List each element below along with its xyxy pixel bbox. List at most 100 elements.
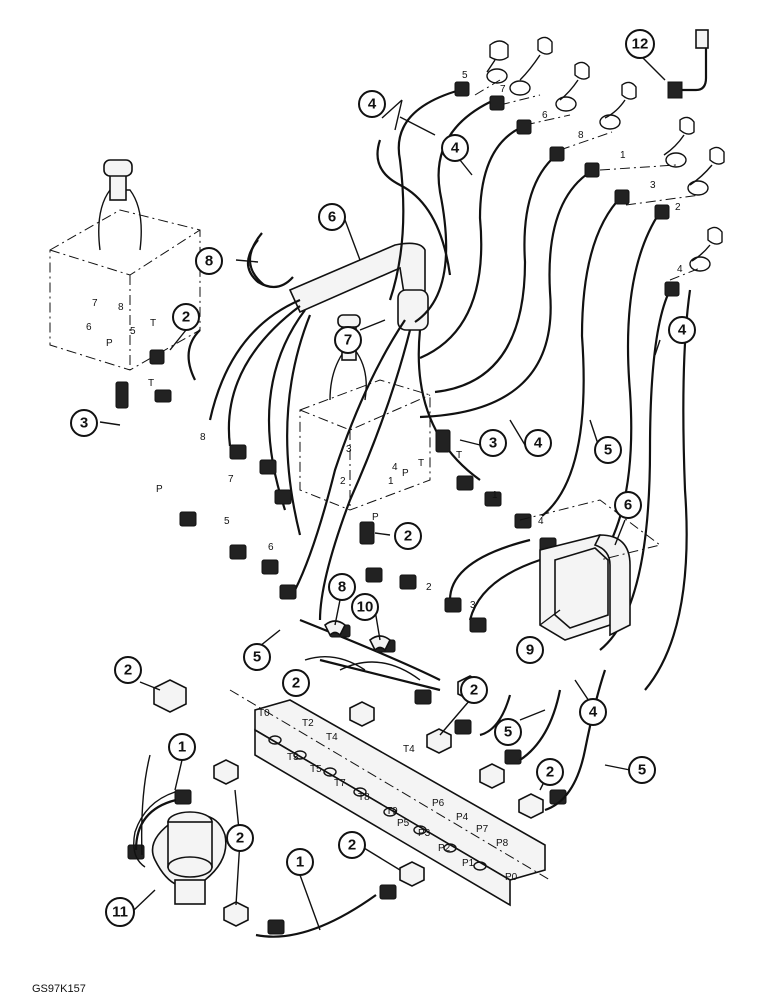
hose-bundle <box>187 88 692 692</box>
svg-text:T0: T0 <box>258 708 270 719</box>
callout-2-manifold-left: 2 <box>282 669 310 697</box>
svg-text:T4: T4 <box>326 732 338 743</box>
callout-2-manifold-right: 2 <box>536 758 564 786</box>
hose-clips <box>304 620 421 681</box>
right-joystick-valve <box>299 314 431 511</box>
callout-11: 11 <box>105 897 135 927</box>
svg-text:T3: T3 <box>287 752 299 763</box>
svg-text:4: 4 <box>677 264 683 275</box>
callout-2-manifold-top: 2 <box>460 676 488 704</box>
svg-text:6: 6 <box>624 497 632 514</box>
svg-text:P: P <box>156 484 163 495</box>
callout-6-sleeve: 6 <box>318 203 346 231</box>
svg-text:8: 8 <box>118 302 124 313</box>
callout-8-band: 8 <box>195 247 223 275</box>
svg-text:4: 4 <box>534 435 543 452</box>
callout-6-block: 6 <box>614 491 642 519</box>
callout-2-right-valve: 2 <box>394 522 422 550</box>
svg-text:3: 3 <box>650 180 656 191</box>
svg-text:5: 5 <box>638 762 646 779</box>
svg-text:4: 4 <box>368 96 377 113</box>
manifold-block <box>229 689 551 907</box>
svg-text:6: 6 <box>86 322 92 333</box>
callout-2-selector: 2 <box>114 656 142 684</box>
svg-text:P5: P5 <box>397 818 410 829</box>
svg-text:8: 8 <box>200 432 206 443</box>
callout-5-lower: 5 <box>494 718 522 746</box>
svg-text:3: 3 <box>346 444 352 455</box>
svg-text:P: P <box>402 468 409 479</box>
svg-text:T: T <box>150 318 156 329</box>
svg-text:9: 9 <box>526 642 534 659</box>
svg-text:T7: T7 <box>334 778 346 789</box>
callout-12: 12 <box>625 29 655 59</box>
svg-text:8: 8 <box>578 130 584 141</box>
top-hose-fittings <box>474 36 725 281</box>
svg-text:7: 7 <box>228 474 234 485</box>
svg-text:10: 10 <box>357 599 374 616</box>
svg-text:P: P <box>372 512 379 523</box>
callout-4-middle: 4 <box>524 429 552 457</box>
svg-text:5: 5 <box>462 70 468 81</box>
svg-text:1: 1 <box>388 476 394 487</box>
svg-text:2: 2 <box>340 476 346 487</box>
svg-text:5: 5 <box>224 516 230 527</box>
left-joystick-valve <box>49 159 201 371</box>
svg-text:5: 5 <box>130 326 136 337</box>
svg-text:2: 2 <box>404 528 412 545</box>
svg-text:4: 4 <box>538 516 544 527</box>
svg-text:6: 6 <box>328 209 336 226</box>
svg-text:7: 7 <box>500 84 506 95</box>
drawing-code: GS97K157 <box>32 983 86 995</box>
callout-10: 10 <box>351 593 379 621</box>
svg-text:P3: P3 <box>418 828 431 839</box>
svg-text:P4: P4 <box>456 812 469 823</box>
callout-3-left: 3 <box>70 409 98 437</box>
callout-7: 7 <box>334 326 362 354</box>
svg-text:8: 8 <box>205 253 213 270</box>
elbow-fitting-12 <box>667 29 709 99</box>
callouts: 4 4 4 4 4 6 6 8 8 7 12 3 3 2 2 2 2 2 2 2… <box>70 29 696 927</box>
callout-4-lower: 4 <box>579 698 607 726</box>
callout-3-right: 3 <box>479 429 507 457</box>
svg-text:1: 1 <box>296 854 304 871</box>
svg-text:T9: T9 <box>386 806 398 817</box>
svg-text:T4: T4 <box>403 744 415 755</box>
callout-8-clip: 8 <box>328 573 356 601</box>
svg-text:P7: P7 <box>476 824 489 835</box>
svg-text:7: 7 <box>92 298 98 309</box>
svg-text:P1: P1 <box>462 858 475 869</box>
svg-text:2: 2 <box>124 662 132 679</box>
svg-text:3: 3 <box>80 415 88 432</box>
callout-5-bottom-right: 5 <box>628 756 656 784</box>
svg-text:T: T <box>456 450 462 461</box>
callout-9: 9 <box>516 636 544 664</box>
svg-text:T8: T8 <box>358 792 370 803</box>
svg-text:P2: P2 <box>438 843 451 854</box>
svg-text:2: 2 <box>546 764 554 781</box>
svg-text:1: 1 <box>178 739 186 756</box>
svg-text:4: 4 <box>392 462 398 473</box>
svg-text:1: 1 <box>492 490 498 501</box>
callout-4-top: 4 <box>358 90 386 118</box>
lower-hoses <box>134 669 607 938</box>
callout-4-upper: 4 <box>441 134 469 162</box>
svg-text:P6: P6 <box>432 798 445 809</box>
svg-text:6: 6 <box>542 110 548 121</box>
callout-5-right: 5 <box>594 436 622 464</box>
svg-text:2: 2 <box>348 837 356 854</box>
svg-text:3: 3 <box>489 435 497 452</box>
svg-text:P8: P8 <box>496 838 509 849</box>
valve-block-9 <box>519 499 662 641</box>
svg-text:2: 2 <box>426 582 432 593</box>
svg-text:3: 3 <box>470 600 476 611</box>
svg-text:7: 7 <box>344 332 352 349</box>
svg-text:T5: T5 <box>310 764 322 775</box>
svg-text:2: 2 <box>236 830 244 847</box>
svg-text:P: P <box>106 338 113 349</box>
svg-text:4: 4 <box>589 704 598 721</box>
svg-text:5: 5 <box>253 649 261 666</box>
svg-text:2: 2 <box>182 309 190 326</box>
svg-text:2: 2 <box>675 202 681 213</box>
svg-text:P0: P0 <box>505 872 518 883</box>
